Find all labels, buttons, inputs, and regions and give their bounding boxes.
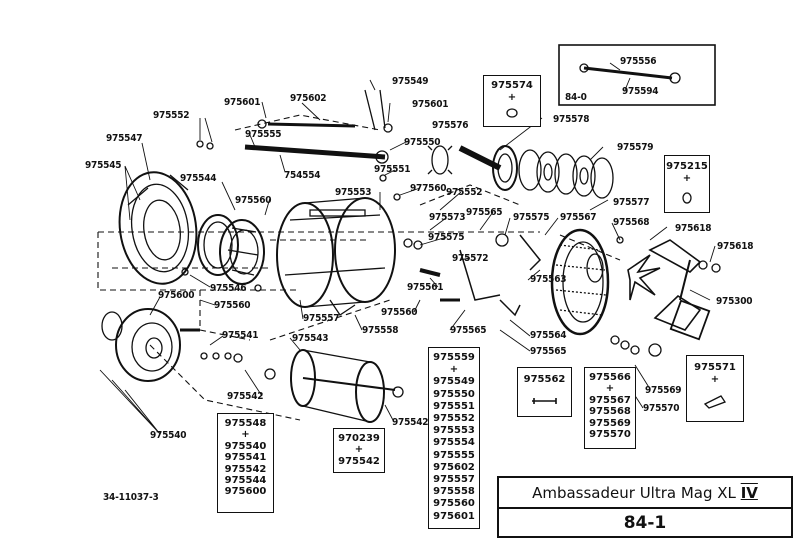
part-label: 975569 — [645, 385, 682, 396]
part-label: 975618 — [675, 223, 712, 234]
plus-sign: + — [710, 374, 720, 385]
part-label: 975553 — [335, 187, 372, 198]
part-label: 975578 — [553, 114, 590, 125]
model-name: Ambassadeur Ultra Mag XL IV — [499, 478, 791, 509]
part-label: 975552 — [153, 110, 190, 121]
part-label: 975542 — [392, 417, 429, 428]
small-parts — [181, 140, 721, 363]
spool-part — [264, 349, 404, 423]
part-label: 975546 — [210, 283, 247, 294]
end-cap-part — [101, 308, 200, 382]
title-block: Ambassadeur Ultra Mag XL IV 84-1 — [497, 476, 793, 538]
frame-body-part — [276, 197, 396, 316]
part-label: 975544 — [180, 173, 217, 184]
part-label: 975560 — [214, 300, 251, 311]
part-label: 975576 — [432, 120, 469, 131]
part-label: 975552 — [446, 187, 483, 198]
part-label: 975572 — [452, 253, 489, 264]
part-label: 975540 — [150, 430, 187, 441]
kit-box: 970239+ 975542 — [333, 428, 385, 473]
part-label: 975601 — [224, 97, 261, 108]
kit-list: 970239+ 975542 — [338, 433, 380, 467]
document-code: 34-11037-3 — [103, 492, 159, 503]
schematic-number: 84-1 — [623, 512, 667, 533]
part-label: 975570 — [643, 403, 680, 414]
part-label: 975300 — [716, 296, 753, 307]
part-label: 977560 — [410, 183, 447, 194]
part-label: 975562 — [523, 374, 566, 385]
part-label: 975579 — [617, 142, 654, 153]
part-label: 975558 — [362, 325, 399, 336]
part-box: 975571 + — [686, 355, 744, 422]
part-label: 975551 — [374, 164, 411, 175]
part-label: 975573 — [429, 212, 466, 223]
part-label: 975571 — [694, 362, 736, 373]
part-label: 975555 — [245, 129, 282, 140]
part-label: 975542 — [227, 391, 264, 402]
side-plate-part — [118, 171, 198, 285]
part-label: 975575 — [428, 232, 465, 243]
part-label: 975561 — [407, 282, 444, 293]
part-label: 975560 — [381, 307, 418, 318]
part-label: 975601 — [412, 99, 449, 110]
part-label: 975550 — [404, 137, 441, 148]
part-box: 975562 — [517, 367, 572, 417]
part-label: 975594 — [622, 86, 659, 97]
part-box: 975574 + — [483, 75, 541, 127]
part-label: 975565 — [530, 346, 567, 357]
inset-diagram-label: 84-0 — [565, 92, 587, 103]
part-label: 975568 — [613, 217, 650, 228]
part-box: 975215 + — [664, 155, 710, 213]
part-label: 975549 — [392, 76, 429, 87]
part-label: 975541 — [222, 330, 259, 341]
clip-icon — [703, 395, 726, 409]
part-label: 975556 — [620, 56, 657, 67]
right-side-plate-part — [550, 228, 610, 336]
part-label: 975565 — [450, 325, 487, 336]
part-label: 975557 — [303, 313, 340, 324]
part-label: 975545 — [85, 160, 122, 171]
part-label: 975547 — [106, 133, 143, 144]
part-label: 975564 — [530, 330, 567, 341]
part-label: 975618 — [717, 241, 754, 252]
part-label: 975560 — [235, 195, 272, 206]
plus-sign: + — [682, 173, 692, 184]
handle-part — [648, 239, 711, 341]
screw-icon — [532, 398, 557, 404]
part-label: 975575 — [513, 212, 550, 223]
part-label: 975567 — [560, 212, 597, 223]
part-label: 975563 — [530, 274, 567, 285]
part-label: 975215 — [666, 161, 708, 172]
plus-sign: + — [507, 92, 517, 103]
part-label: 975600 — [158, 290, 195, 301]
drag-washers-part — [518, 149, 614, 199]
part-label: 975574 — [491, 80, 533, 91]
part-label: 975602 — [290, 93, 327, 104]
washer-icon — [682, 192, 692, 204]
part-label: 975565 — [466, 207, 503, 218]
washer-icon — [506, 108, 518, 118]
part-label: 754554 — [284, 170, 321, 181]
part-label: 975543 — [292, 333, 329, 344]
part-label: 975577 — [613, 197, 650, 208]
